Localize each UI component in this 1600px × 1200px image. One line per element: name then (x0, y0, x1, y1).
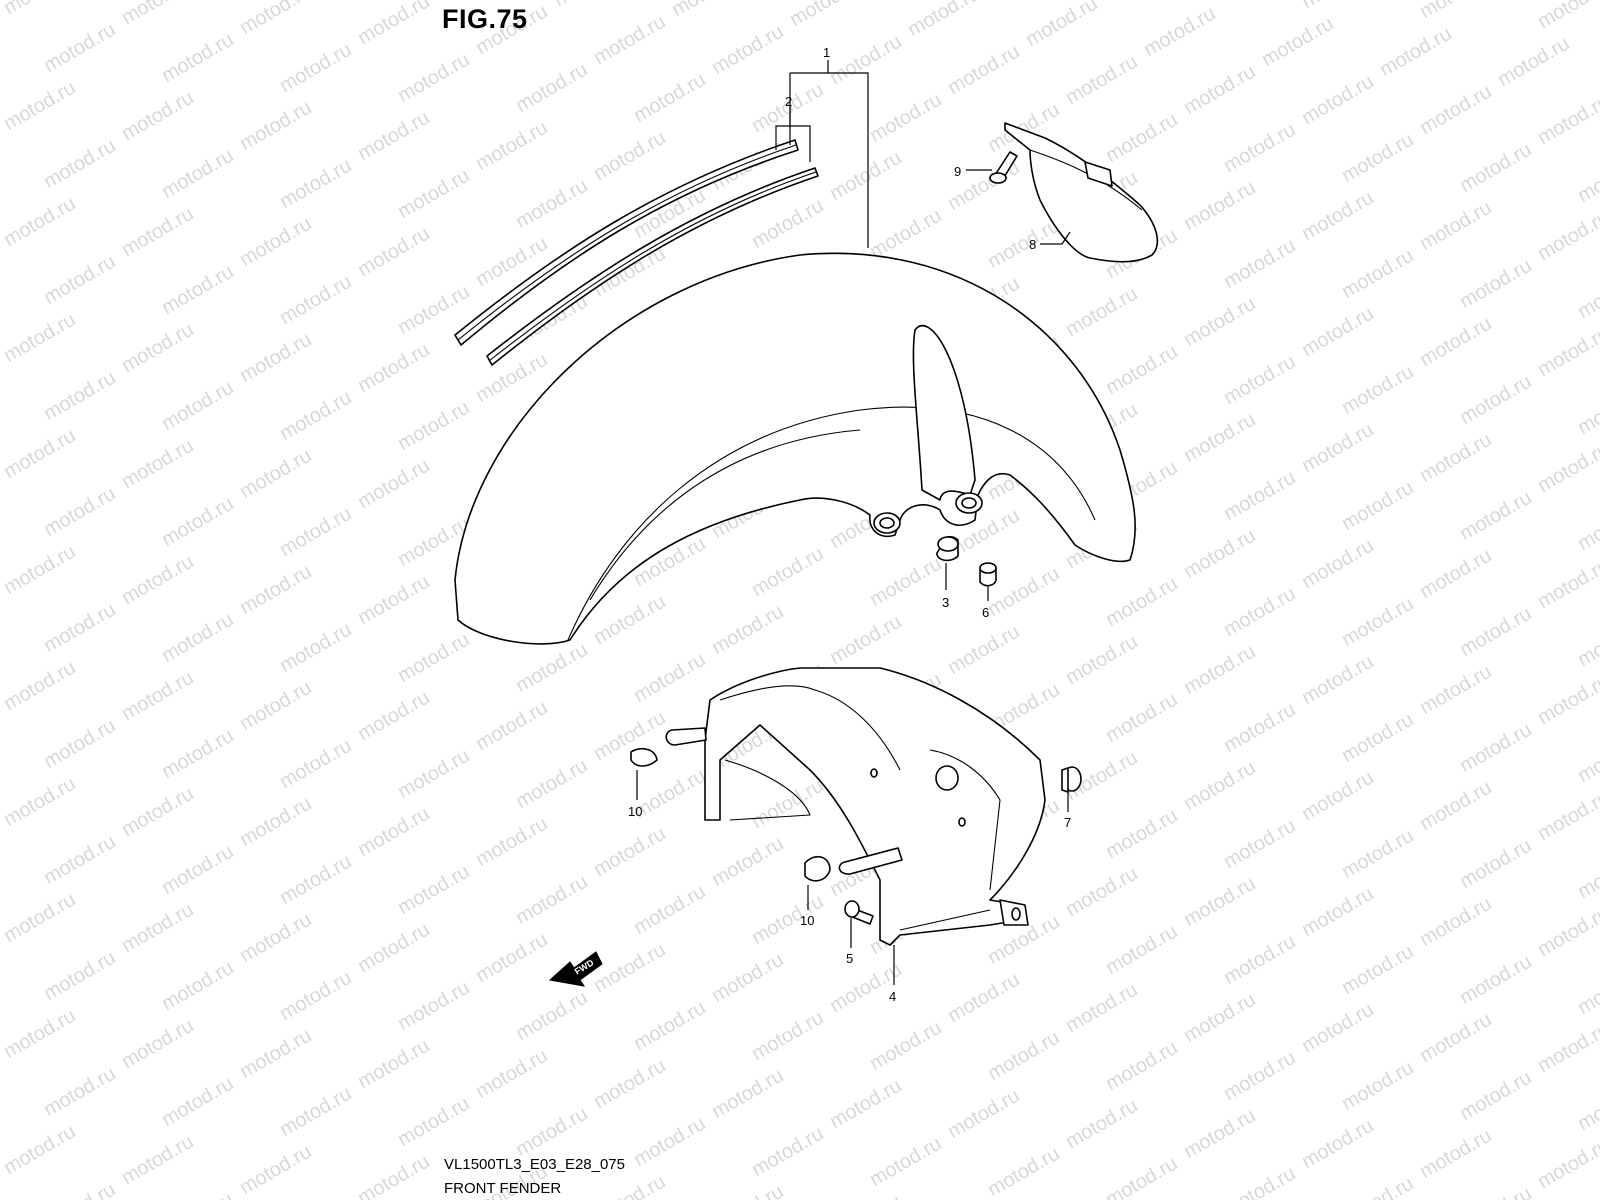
callout-2: 2 (785, 94, 792, 109)
grommet (936, 535, 959, 562)
bolt-lower (844, 900, 874, 925)
callout-8: 8 (1029, 237, 1036, 252)
plug-lower (804, 855, 831, 882)
callout-4: 4 (889, 989, 896, 1004)
collar (979, 562, 997, 587)
plug-left (630, 747, 658, 767)
callout-3: 3 (942, 595, 949, 610)
figure-code: VL1500TL3_E03_E28_075 (444, 1156, 625, 1173)
callout-7: 7 (1064, 815, 1071, 830)
cap (1061, 766, 1082, 793)
fender-brace (665, 667, 1046, 946)
bolt-upper (989, 151, 1018, 184)
callout-labels: 1 2 3 4 5 6 7 8 9 10 10 (628, 45, 1071, 1004)
callout-6: 6 (982, 605, 989, 620)
callout-5: 5 (846, 951, 853, 966)
fender-cover (1004, 122, 1159, 263)
callout-10-left: 10 (628, 804, 642, 819)
callout-9: 9 (954, 164, 961, 179)
figure-title: FIG.75 (442, 4, 528, 34)
callout-10-lower: 10 (800, 913, 814, 928)
leader-lines (636, 60, 1071, 985)
figure-name: FRONT FENDER (444, 1180, 562, 1197)
forward-arrow-icon: FWD (548, 951, 603, 987)
front-fender (454, 252, 1136, 645)
tape-strips (454, 139, 819, 366)
callout-1: 1 (823, 45, 830, 60)
